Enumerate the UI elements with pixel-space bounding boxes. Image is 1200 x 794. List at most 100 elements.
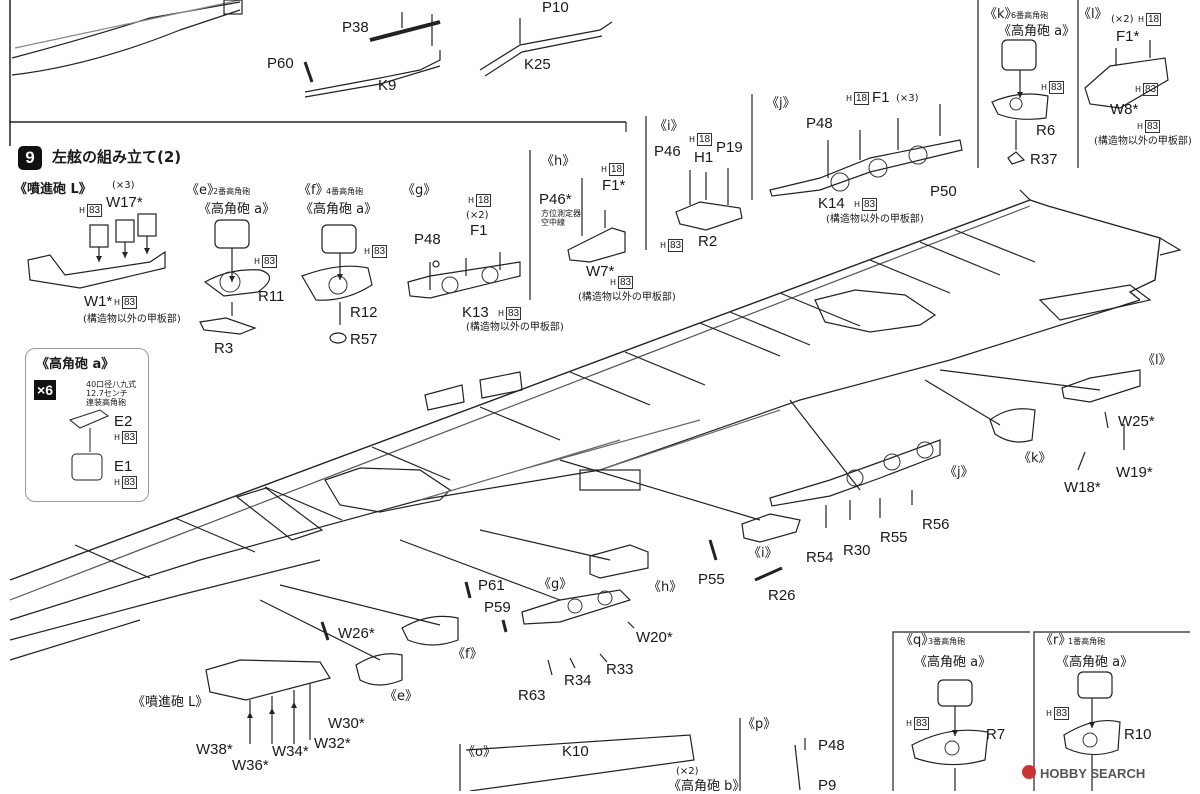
note-deck: (構造物以外の甲板部) — [1094, 136, 1192, 147]
runner-box: 83 — [862, 198, 878, 211]
label-w7: W7* — [586, 263, 615, 280]
label-r10: R10 — [1124, 726, 1152, 743]
label-p60: P60 — [267, 55, 294, 72]
watermark: HOBBY SEARCH — [1040, 766, 1146, 781]
hull-e-group: 《e》 — [384, 689, 418, 704]
group-e-gun: 《高角砲 a》 — [198, 202, 276, 217]
hull-h-group: 《h》 — [648, 580, 683, 595]
group-o-title: 《o》 — [462, 745, 496, 760]
runner-h-prefix: H — [1046, 709, 1053, 718]
label-p19: P19 — [716, 139, 743, 156]
hull-L-group: 《噴進砲 L》 — [132, 695, 209, 710]
runner-h-prefix: H — [906, 719, 913, 728]
label-r54: R54 — [806, 549, 834, 566]
runner-box: 18 — [697, 133, 713, 146]
runner-box: 83 — [122, 296, 138, 309]
label-w25: W25* — [1118, 413, 1155, 430]
group-q-sub: 3番高角砲 — [928, 637, 966, 646]
label-k25: K25 — [524, 56, 551, 73]
label-r57: R57 — [350, 331, 378, 348]
runner-h-prefix: H — [1041, 83, 1048, 92]
label-r12: R12 — [350, 304, 378, 321]
group-r-title: 《r》 — [1040, 633, 1072, 648]
label-k14: K14 — [818, 195, 845, 212]
label-w20: W20* — [636, 629, 673, 646]
label-w32: W32* — [314, 735, 351, 752]
label-k9: K9 — [378, 77, 397, 94]
group-L-qty: (×3) — [112, 180, 135, 191]
runner-box: 18 — [609, 163, 625, 176]
runner-h-prefix: H — [660, 241, 667, 250]
label-k13: K13 — [462, 304, 489, 321]
group-k-title: 《k》 — [984, 7, 1018, 22]
runner-h-prefix: H — [468, 196, 475, 205]
hull-f-group: 《f》 — [452, 647, 483, 662]
callout-title: 《高角砲 a》 — [36, 357, 115, 372]
group-k-gun: 《高角砲 a》 — [998, 24, 1076, 39]
group-o-qty: (×2) — [676, 766, 699, 777]
label-p9: P9 — [818, 777, 837, 794]
runner-h-prefix: H — [1137, 122, 1144, 131]
label-w38: W38* — [196, 741, 233, 758]
runner-box: 83 — [262, 255, 278, 268]
group-f-gun: 《高角砲 a》 — [300, 202, 378, 217]
runner-box: 83 — [1143, 83, 1159, 96]
label-f1: F1 — [470, 222, 488, 239]
label-r37: R37 — [1030, 151, 1058, 168]
runner-h-prefix: H — [610, 278, 617, 287]
label-r34: R34 — [564, 672, 592, 689]
runner-box: 18 — [1146, 13, 1162, 26]
label-p48: P48 — [414, 231, 441, 248]
group-o-gun: 《高角砲 b》 — [668, 779, 746, 794]
label-w18: W18* — [1064, 479, 1101, 496]
multiplier-badge: ×6 — [34, 380, 56, 400]
group-h-title: 《h》 — [541, 154, 576, 169]
callout-note: 40口径八九式 12.7センチ 連装高角砲 — [86, 380, 137, 407]
label-p46: P46 — [654, 143, 681, 160]
label-r55: R55 — [880, 529, 908, 546]
label-r3: R3 — [214, 340, 234, 357]
group-g-title: 《g》 — [402, 183, 437, 198]
hull-k-group: 《k》 — [1018, 451, 1052, 466]
runner-box: 83 — [618, 276, 634, 289]
label-r33: R33 — [606, 661, 634, 678]
label-e1: E1 — [114, 458, 133, 475]
hull-l-group: 《l》 — [1142, 353, 1172, 368]
step-number-badge: 9 — [18, 146, 42, 170]
label-p48: P48 — [806, 115, 833, 132]
label-w30: W30* — [328, 715, 365, 732]
runner-box: 83 — [1054, 707, 1070, 720]
note-deck: (構造物以外の甲板部) — [83, 314, 181, 325]
label-p38: P38 — [342, 19, 369, 36]
group-k-sub: 6番高角砲 — [1011, 11, 1049, 20]
label-p48: P48 — [818, 737, 845, 754]
runner-box: 83 — [87, 204, 103, 217]
label-r7: R7 — [986, 726, 1006, 743]
label-f1-star: F1* — [1116, 28, 1140, 45]
runner-box: 83 — [122, 431, 138, 444]
runner-h-prefix: H — [846, 94, 853, 103]
label-r30: R30 — [843, 542, 871, 559]
group-p-title: 《p》 — [742, 717, 777, 732]
label-w1: W1* — [84, 293, 113, 310]
watermark-logo-icon — [1022, 765, 1036, 779]
label-w26: W26* — [338, 625, 375, 642]
label-w8: W8* — [1110, 101, 1139, 118]
label-e2: E2 — [114, 413, 133, 430]
group-r-gun: 《高角砲 a》 — [1056, 655, 1134, 670]
label-r26: R26 — [768, 587, 796, 604]
label-p61: P61 — [478, 577, 505, 594]
runner-box: 83 — [1049, 81, 1065, 94]
label-f1-star: F1* — [602, 177, 626, 194]
runner-box: 83 — [506, 307, 522, 320]
runner-h-prefix: H — [364, 247, 371, 256]
runner-box: 83 — [1145, 120, 1161, 133]
group-j-title: 《j》 — [766, 96, 796, 111]
group-g-qty: (×2) — [466, 210, 489, 221]
runner-h-prefix: H — [79, 206, 86, 215]
group-f-sub: 4番高角砲 — [326, 187, 364, 196]
label-p10: P10 — [542, 0, 569, 16]
group-r-sub: 1番高角砲 — [1068, 637, 1106, 646]
runner-box: 83 — [122, 476, 138, 489]
